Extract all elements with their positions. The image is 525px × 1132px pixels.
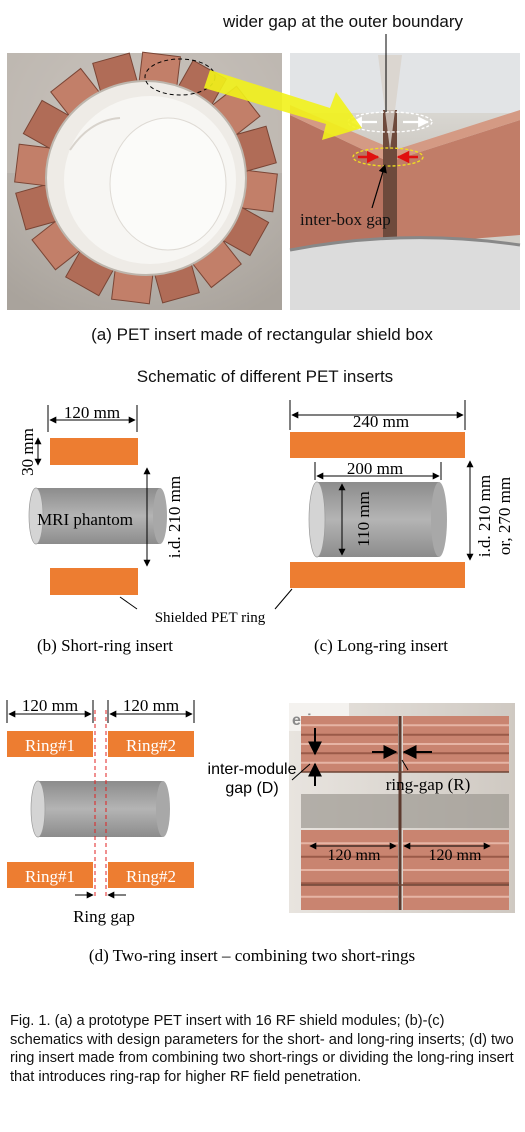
schematic-two-ring: 120 mm 120 mm Ring#1 Ring#2 Ring#1 Ring#… [6, 696, 195, 926]
module-gap-leader [291, 763, 311, 781]
annotation-inter-box-gap: inter-box gap [300, 210, 391, 229]
photo-pet-insert-closeup [289, 53, 521, 310]
photo-width-label-1: 120 mm [328, 847, 381, 864]
phantom-label: MRI phantom [37, 510, 133, 529]
caption-c: (c) Long-ring insert [314, 636, 448, 655]
photo-width-label-2: 120 mm [429, 847, 482, 864]
ring1-top-label: Ring#1 [25, 736, 75, 755]
ring-gap-label: Ring gap [73, 907, 135, 926]
caption-b: (b) Short-ring insert [37, 636, 173, 655]
ring2-bottom-label: Ring#2 [126, 867, 176, 886]
ring2-top-label: Ring#2 [126, 736, 176, 755]
dim-phantom-diameter-label: 110 mm [354, 491, 373, 547]
mri-phantom-cylinder [28, 487, 167, 545]
dim-width-label-1: 120 mm [22, 696, 78, 715]
caption-d: (d) Two-ring insert – combining two shor… [89, 946, 415, 965]
label-leader-left [119, 596, 138, 610]
dim-thickness-label: 30 mm [18, 428, 37, 476]
dim-phantom-length-label: 200 mm [347, 459, 403, 478]
long-ring-top [290, 432, 465, 458]
ring-top [50, 438, 138, 465]
schematic-long-ring: 240 mm 200 mm 110 mm i.d. 210 mm or, 270… [289, 400, 514, 588]
ring1-bottom [7, 862, 93, 888]
ring1-bottom-label: Ring#1 [25, 867, 75, 886]
dim-width-label: 240 mm [353, 412, 409, 431]
dim-width-label-2: 120 mm [123, 696, 179, 715]
dim-id-label: i.d. 210 mm [165, 476, 184, 558]
inner-gap-ellipse [352, 147, 424, 167]
outer-gap-ellipse [347, 111, 433, 133]
dim-width-label: 120 mm [64, 403, 120, 422]
long-ring-bottom [290, 562, 465, 588]
ring2-top [108, 731, 194, 757]
module-gap-label-2: gap (D) [225, 780, 278, 797]
ring-gap-leader [401, 759, 409, 771]
shielded-ring-label: Shielded PET ring [155, 610, 266, 626]
label-leader-right [274, 588, 293, 610]
annotation-wider-gap: wider gap at the outer boundary [222, 12, 464, 31]
ring1-top [7, 731, 93, 757]
pet-ring-modules [14, 51, 278, 305]
caption-a: (a) PET insert made of rectangular shiel… [91, 325, 433, 344]
gap-pointer-arrow [371, 164, 387, 209]
schematic-short-ring: 120 mm 30 mm MRI phantom i.d. 210 mm [18, 403, 184, 595]
ring-bottom [50, 568, 138, 595]
phantom-cylinder [30, 780, 170, 838]
module-gap-label-1: inter-module [208, 761, 297, 778]
figure-caption: Fig. 1. (a) a prototype PET insert with … [10, 1013, 514, 1085]
schematic-title: Schematic of different PET inserts [137, 367, 393, 386]
photo-two-ring-insert: eric [289, 703, 515, 913]
phantom-cylinder [308, 481, 447, 558]
ring2-bottom [108, 862, 194, 888]
dim-id-label-2: or, 270 mm [495, 477, 514, 555]
dim-id-label-1: i.d. 210 mm [475, 475, 494, 557]
yellow-callout-arrow [204, 70, 362, 140]
photo-ring-gap-label: ring-gap (R) [386, 775, 471, 794]
